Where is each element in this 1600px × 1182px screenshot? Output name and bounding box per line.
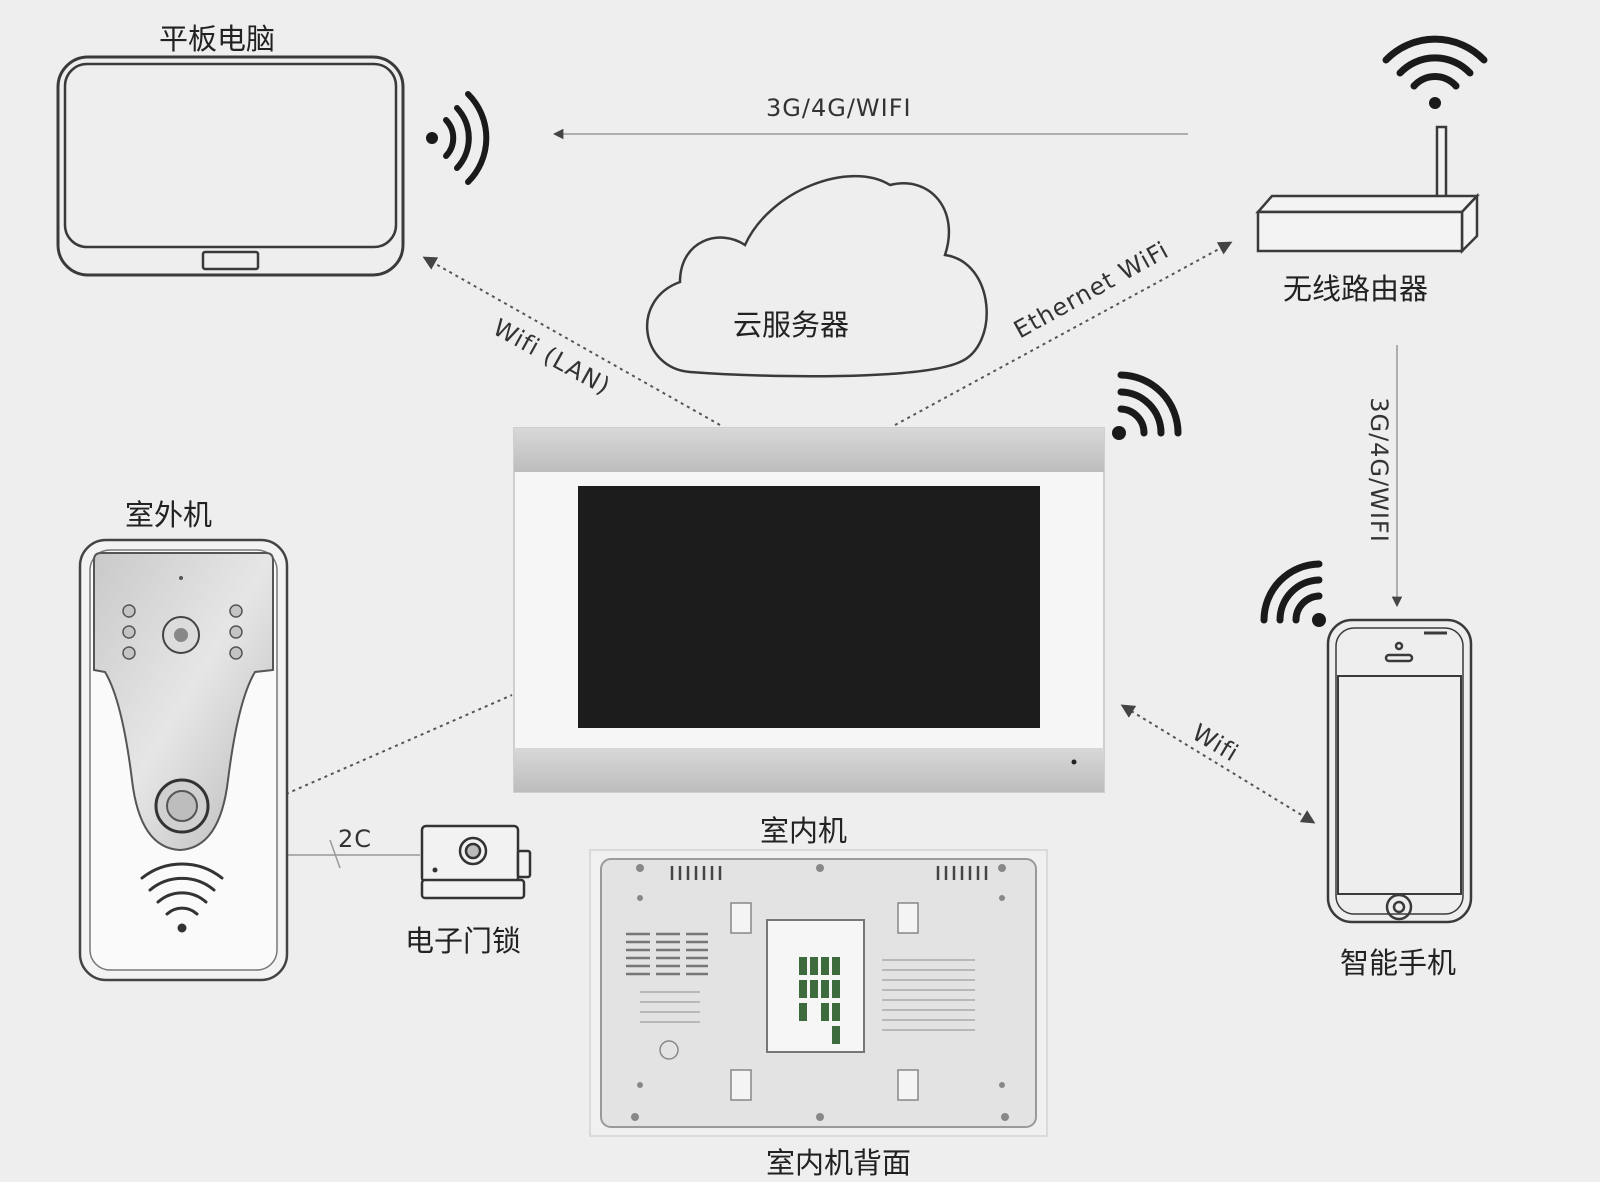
indoor-unit-back-device xyxy=(589,849,1048,1137)
indoor-unit-wifi-icon xyxy=(1112,371,1182,440)
tablet-device xyxy=(56,55,405,277)
outdoor-unit-device xyxy=(78,538,289,982)
smartphone-wifi-icon xyxy=(1260,560,1326,627)
phone-to-indoor-line xyxy=(1120,704,1316,824)
outdoor-unit-label: 室外机 xyxy=(125,498,213,532)
electronic-lock-device xyxy=(420,824,532,900)
electronic-lock-label: 电子门锁 xyxy=(405,924,522,958)
router-label: 无线路由器 xyxy=(1283,272,1429,306)
indoor-unit-label: 室内机 xyxy=(760,814,848,848)
indoor-unit-device xyxy=(513,427,1105,793)
indoor-to-router-line xyxy=(894,241,1233,426)
cloud-server-icon xyxy=(645,174,988,378)
cloud-server-label: 云服务器 xyxy=(733,308,850,342)
connection-lines xyxy=(285,128,1403,869)
smartphone-device xyxy=(1326,618,1473,924)
smartphone-label: 智能手机 xyxy=(1340,946,1457,980)
router-to-tablet-connection-label: 3G/4G/WIFI xyxy=(766,94,912,122)
router-wifi-icon xyxy=(1382,35,1488,109)
outdoor-to-lock-connection-label: 2C xyxy=(338,825,373,853)
outdoor-to-indoor-line xyxy=(285,694,513,795)
router-device xyxy=(1255,125,1480,255)
tablet-wifi-icon xyxy=(426,91,490,185)
tablet-label: 平板电脑 xyxy=(159,22,276,56)
indoor-to-tablet-line xyxy=(422,256,721,426)
indoor-unit-back-label: 室内机背面 xyxy=(766,1146,912,1180)
router-to-phone-connection-label: 3G/4G/WIFI xyxy=(1364,397,1393,543)
